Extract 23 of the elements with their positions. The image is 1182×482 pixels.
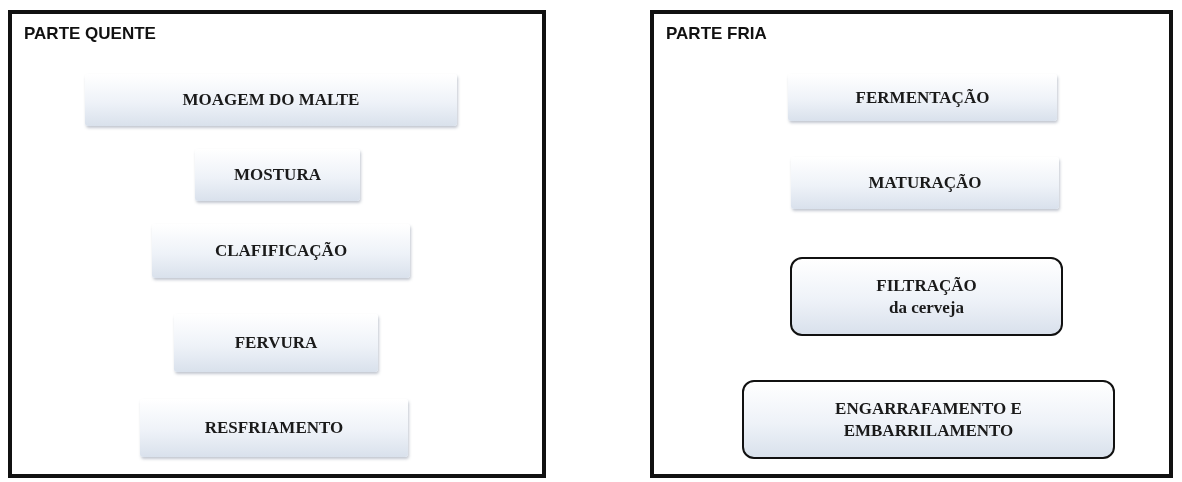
process-box xyxy=(140,399,408,457)
panel-heading: PARTE FRIA xyxy=(666,24,767,44)
step-label: ENGARRAFAMENTO E EMBARRILAMENTO xyxy=(834,398,1023,441)
step-label: FERVURA xyxy=(233,332,319,354)
step-label: MOAGEM DO MALTE xyxy=(181,89,361,111)
process-box xyxy=(742,380,1115,459)
process-box xyxy=(790,257,1063,336)
step-label: MOSTURA xyxy=(233,164,322,186)
step-label: FERMENTAÇÃO xyxy=(854,86,991,109)
process-box xyxy=(152,224,410,278)
step-label: da cerveja xyxy=(887,296,966,318)
step-label: CLAFIFICAÇÃO xyxy=(213,240,349,262)
process-box xyxy=(791,157,1059,209)
process-box xyxy=(85,74,457,126)
step-label: RESFRIAMENTO xyxy=(203,417,345,439)
process-box xyxy=(788,74,1057,121)
process-box xyxy=(174,314,378,372)
step-label: FILTRAÇÃO xyxy=(875,275,978,297)
process-box xyxy=(195,149,360,201)
panel-heading: PARTE QUENTE xyxy=(24,24,156,44)
step-label: MATURAÇÃO xyxy=(867,172,983,194)
panel xyxy=(650,10,1173,478)
panel xyxy=(8,10,546,478)
